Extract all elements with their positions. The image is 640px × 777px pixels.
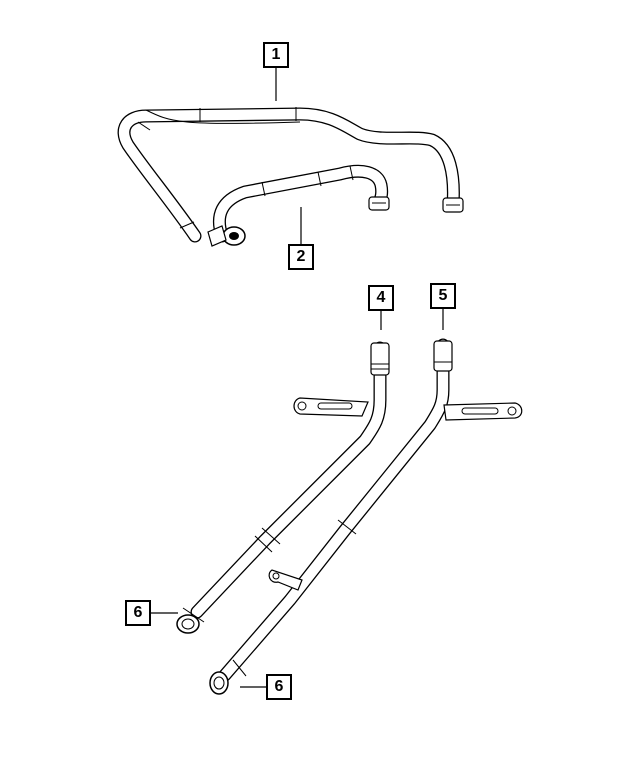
hose-1 — [117, 107, 464, 243]
tube-4 — [176, 341, 390, 634]
callout-6-lower: 6 — [266, 674, 292, 700]
callout-5: 5 — [430, 283, 456, 309]
callout-2: 2 — [288, 244, 314, 270]
tube-5-mid-bracket — [268, 569, 303, 591]
callout-6-upper: 6 — [125, 600, 151, 626]
callout-1: 1 — [263, 42, 289, 68]
leader-lines — [151, 68, 444, 688]
callout-4: 4 — [368, 285, 394, 311]
hose-2 — [207, 164, 390, 247]
tube-5 — [209, 338, 523, 695]
